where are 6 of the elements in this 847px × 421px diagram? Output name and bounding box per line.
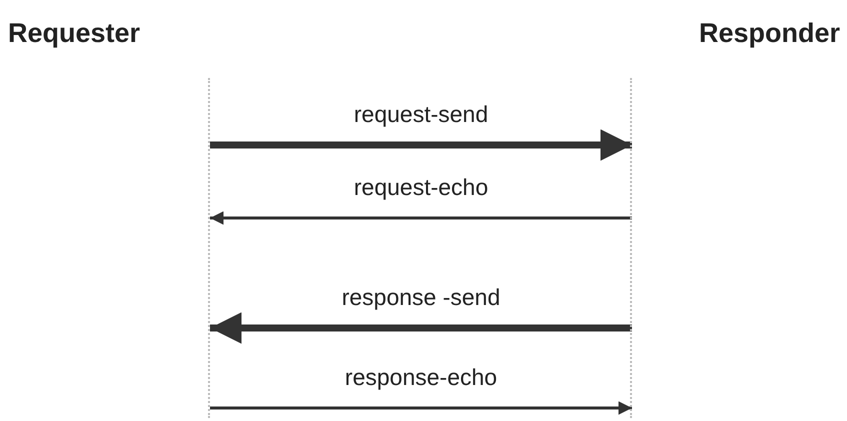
participant-heading: Requester bbox=[8, 18, 140, 49]
arrow bbox=[210, 312, 632, 344]
arrow bbox=[210, 129, 632, 161]
arrow bbox=[210, 211, 632, 225]
participant-heading: Responder bbox=[698, 18, 840, 49]
arrow bbox=[210, 401, 632, 415]
